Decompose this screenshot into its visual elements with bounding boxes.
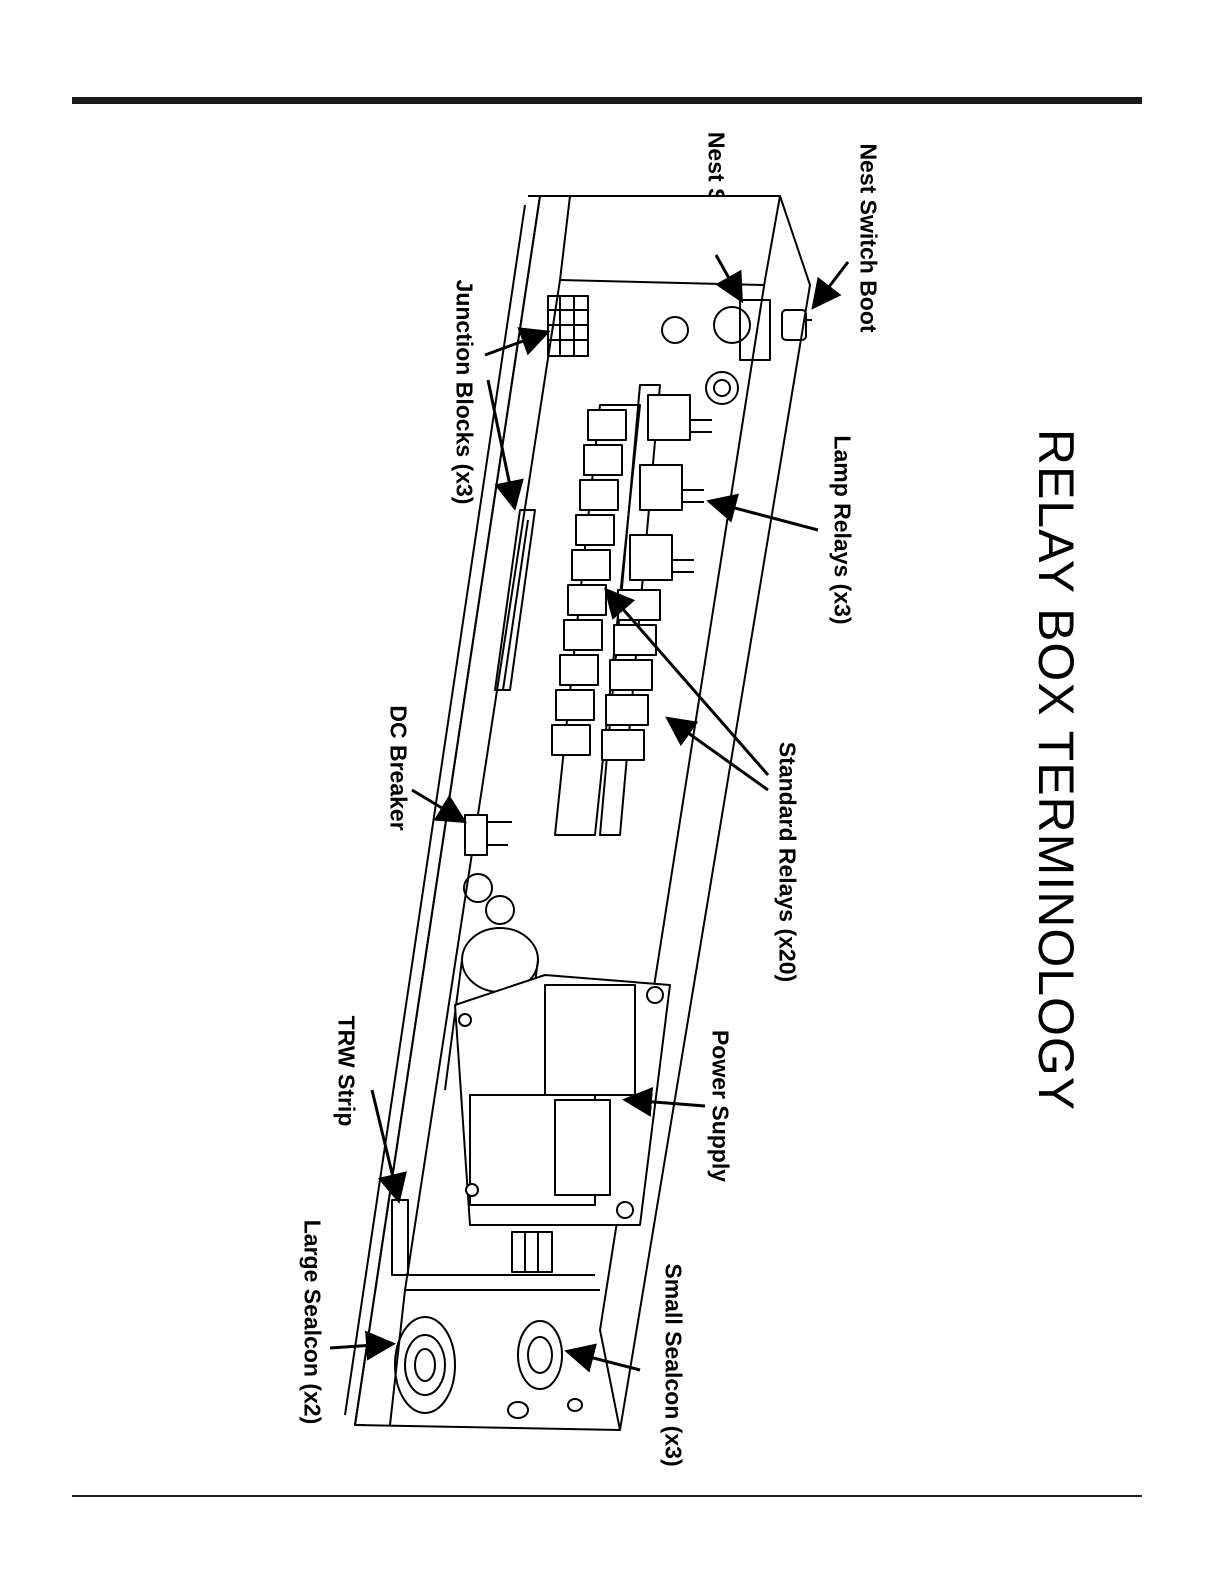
enclosure	[345, 196, 810, 1430]
